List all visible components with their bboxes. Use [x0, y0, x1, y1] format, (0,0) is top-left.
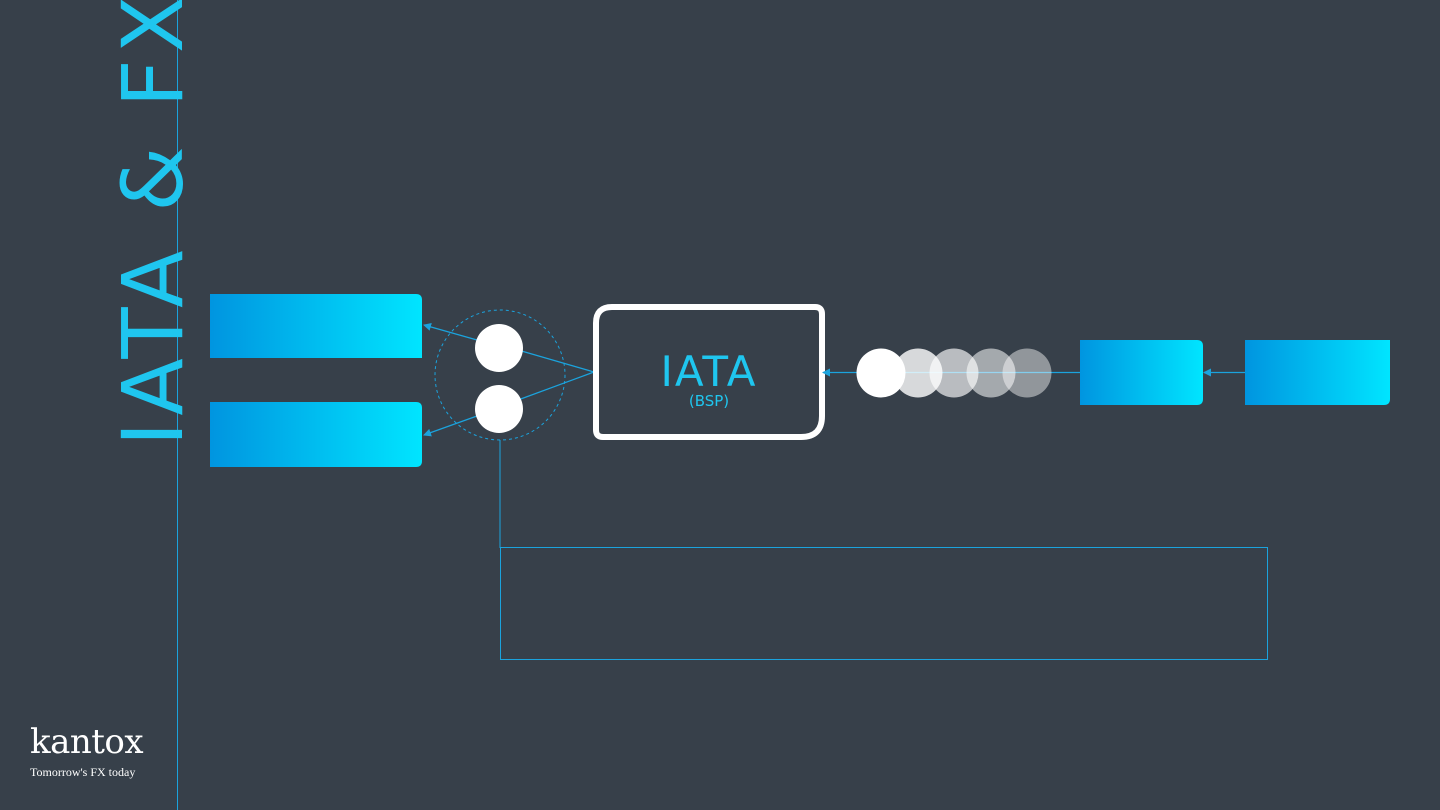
right-far-box	[1245, 340, 1390, 405]
payment-coin-4	[966, 348, 1016, 398]
iata-box-title: IATA	[661, 347, 758, 396]
payment-coin-3	[929, 348, 979, 398]
payment-coin-5	[1002, 348, 1052, 398]
bottom-node	[475, 385, 523, 433]
split-dashed-circle	[434, 309, 566, 441]
brand-logo: kantox Tomorrow's FX today	[30, 722, 144, 780]
top-node	[475, 324, 523, 372]
arrow-to-left-bottom-box	[423, 415, 478, 437]
slide-title: IATA & FX	[104, 0, 202, 447]
arrow-to-left-top-box	[423, 323, 478, 341]
left-top-box	[210, 294, 422, 358]
right-middle-box	[1080, 340, 1203, 405]
iata-box-subtitle: (BSP)	[689, 392, 729, 410]
left-bottom-box	[210, 402, 422, 467]
brand-name: kantox	[30, 722, 144, 762]
iata-box	[593, 304, 825, 440]
payment-coin-1	[856, 348, 906, 398]
brand-tagline: Tomorrow's FX today	[30, 765, 136, 779]
bottom-panel	[500, 547, 1268, 660]
line-iata-to-bottom-node	[517, 371, 595, 401]
line-iata-to-top-node	[517, 349, 595, 373]
payment-coin-2	[893, 348, 943, 398]
